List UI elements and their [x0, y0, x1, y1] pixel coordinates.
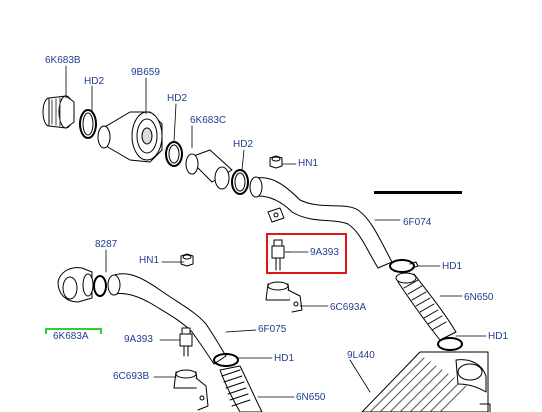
clamp-HD2-b-drawing — [165, 141, 183, 167]
part-label-HD1-b[interactable]: HD1 — [488, 331, 509, 342]
part-label-HD2-a[interactable]: HD2 — [84, 76, 105, 87]
part-6K683C-drawing — [185, 149, 233, 190]
leader-lines — [65, 65, 487, 398]
part-label-HN1-a[interactable]: HN1 — [298, 158, 319, 169]
part-label-6F074[interactable]: 6F074 — [403, 217, 432, 228]
part-label-6C693B[interactable]: 6C693B — [113, 371, 150, 382]
part-label-6K683A[interactable]: 6K683A — [53, 331, 89, 342]
divider-bar — [374, 191, 462, 194]
part-label-9A393-b[interactable]: 9A393 — [124, 334, 153, 345]
part-label-6K683C[interactable]: 6K683C — [190, 115, 227, 126]
part-6F074-drawing — [249, 176, 393, 269]
nut-HN1-a-drawing — [269, 155, 283, 169]
part-label-HD1-a[interactable]: HD1 — [442, 261, 463, 272]
part-label-9L440[interactable]: 9L440 — [347, 350, 375, 361]
part-label-6K683B[interactable]: 6K683B — [45, 55, 81, 66]
part-label-6C693A[interactable]: 6C693A — [330, 302, 367, 313]
part-9A393-a-drawing — [271, 239, 291, 271]
part-6N650-a-drawing — [395, 272, 457, 341]
part-6N650-b-drawing — [219, 365, 263, 412]
clamp-HD1-c-drawing — [213, 353, 239, 367]
part-6C693A-drawing — [265, 281, 303, 313]
selected-assembly-highlight — [45, 328, 102, 334]
part-label-HD1-c[interactable]: HD1 — [274, 353, 295, 364]
part-label-6F075[interactable]: 6F075 — [258, 324, 287, 335]
clamp-HD2-a-drawing — [79, 109, 97, 139]
part-6C693B-drawing — [173, 369, 209, 411]
part-label-HD2-b[interactable]: HD2 — [167, 93, 188, 104]
part-label-HN1-b[interactable]: HN1 — [139, 255, 160, 266]
part-label-9A393-a[interactable]: 9A393 — [310, 247, 339, 258]
part-9B659-drawing — [97, 111, 163, 163]
part-label-8287[interactable]: 8287 — [95, 239, 118, 250]
clamp-HD2-c-drawing — [231, 169, 249, 195]
part-label-HD2-c[interactable]: HD2 — [233, 139, 254, 150]
part-8287-drawing — [93, 275, 107, 297]
part-6K683B-drawing — [42, 95, 75, 129]
nut-HN1-b-drawing — [180, 253, 194, 267]
part-6K683A-drawing — [57, 267, 94, 303]
part-9A393-b-drawing — [179, 327, 193, 357]
part-label-6N650-b[interactable]: 6N650 — [296, 392, 326, 403]
selected-part-highlight — [266, 233, 347, 274]
part-6F075-drawing — [107, 273, 227, 365]
clamp-HD1-a-drawing — [389, 259, 419, 273]
part-label-6N650-a[interactable]: 6N650 — [464, 292, 494, 303]
clamp-HD1-b-drawing — [437, 337, 463, 351]
part-9L440-drawing — [361, 351, 491, 412]
part-label-9B659[interactable]: 9B659 — [131, 67, 160, 78]
